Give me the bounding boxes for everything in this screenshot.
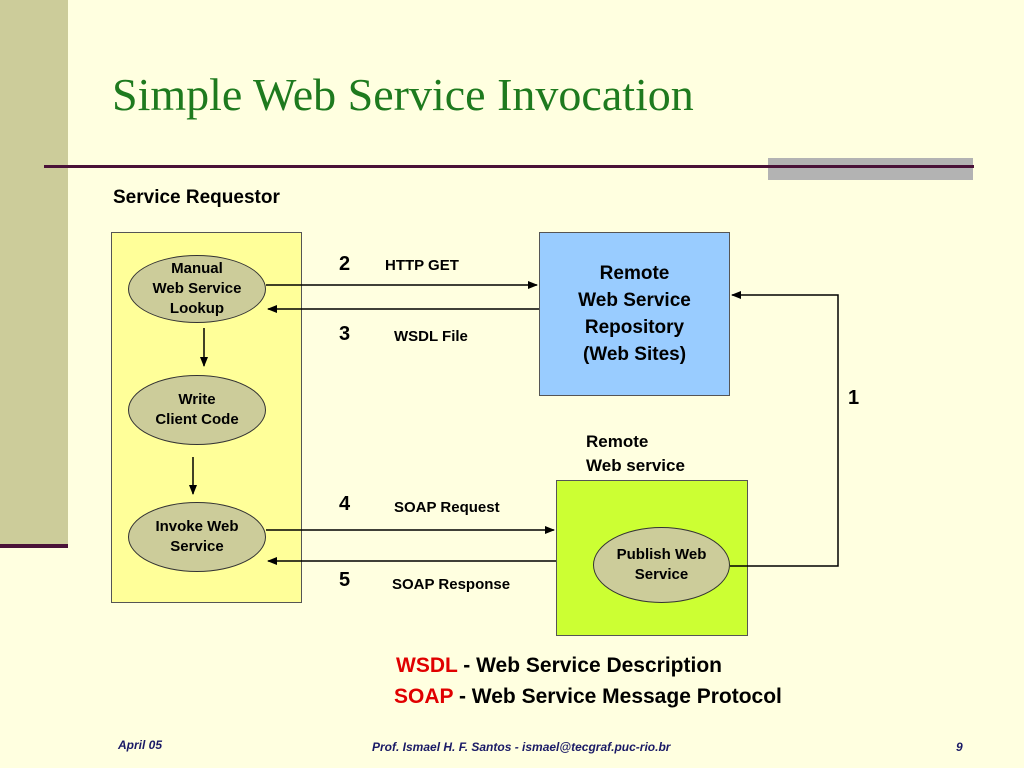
legend-soap: SOAP - Web Service Message Protocol: [394, 685, 782, 709]
footer-author: Prof. Ismael H. F. Santos - ismael@tecgr…: [372, 740, 671, 754]
step-3-number: 3: [339, 323, 351, 345]
manual-lookup-label: Manual Web Service Lookup: [152, 260, 242, 317]
step-2-number: 2: [339, 253, 351, 275]
left-decorative-band: [0, 0, 68, 545]
step-5-number: 5: [339, 569, 351, 591]
step-4-number: 4: [339, 493, 351, 515]
step-5-label: SOAP Response: [392, 576, 511, 593]
step-2-label: HTTP GET: [385, 257, 459, 274]
left-band-underline: [0, 544, 68, 548]
invoke-web-service-node: Invoke Web Service: [128, 502, 266, 572]
publish-web-service-node: Publish Web Service: [593, 527, 730, 603]
legend-wsdl-desc: - Web Service Description: [457, 654, 722, 677]
slide-title: Simple Web Service Invocation: [112, 69, 694, 120]
publish-web-service-label: Publish Web Service: [616, 546, 707, 583]
repository-box: Remote Web Service Repository (Web Sites…: [539, 232, 730, 396]
arrow-publish-to-repository: [730, 291, 839, 567]
step-3-label: WSDL File: [394, 328, 468, 345]
legend-wsdl-term: WSDL: [396, 654, 458, 677]
write-client-code-node: Write Client Code: [128, 375, 266, 445]
repository-label: Remote Web Service Repository (Web Sites…: [578, 263, 691, 365]
title-rule-block: [768, 158, 973, 180]
write-client-code-label: Write Client Code: [155, 391, 239, 428]
legend-wsdl: WSDL - Web Service Description: [396, 654, 722, 678]
manual-lookup-node: Manual Web Service Lookup: [128, 255, 266, 323]
step-1-number: 1: [848, 387, 860, 409]
title-rule-stripe: [768, 165, 973, 168]
footer-page-number: 9: [956, 740, 963, 754]
legend-soap-desc: - Web Service Message Protocol: [453, 685, 782, 708]
title-rule: [44, 165, 974, 168]
remote-web-service-label: Remote Web service: [586, 432, 685, 475]
step-4-label: SOAP Request: [394, 499, 500, 516]
legend-soap-term: SOAP: [394, 685, 454, 708]
service-requestor-label: Service Requestor: [113, 187, 280, 208]
footer-date: April 05: [118, 738, 163, 752]
invoke-web-service-label: Invoke Web Service: [155, 518, 239, 555]
